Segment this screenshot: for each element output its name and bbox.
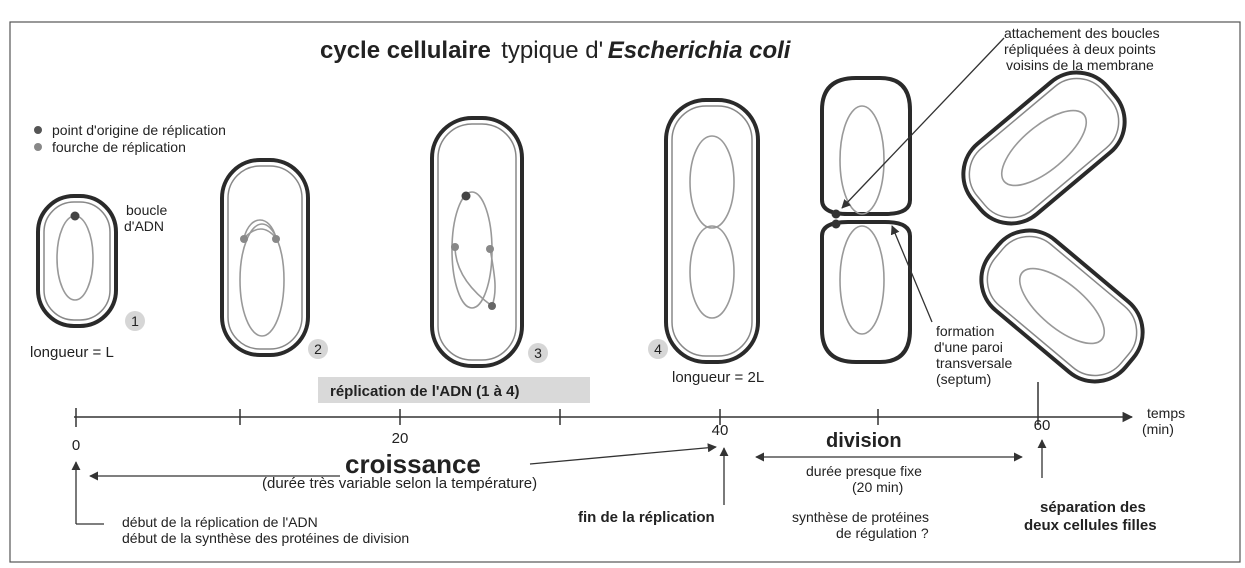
attachment-dot-icon: [832, 220, 841, 229]
annotation-line-2: répliquées à deux points: [1004, 41, 1156, 57]
cell-stage-3: 3: [432, 118, 548, 366]
diagram-title: cycle cellulaire typique d' Escherichia …: [320, 37, 792, 64]
tick-60: 60: [1034, 417, 1051, 434]
growth-phase: croissance (durée très variable selon la…: [90, 447, 716, 492]
fork-dot-icon: [451, 243, 459, 251]
regulation-synthesis-2: de régulation ?: [836, 525, 929, 541]
daughter-cell-top: [947, 56, 1141, 240]
tick-0: 0: [72, 437, 80, 454]
time-unit-min: (min): [1142, 421, 1174, 437]
annotation-line-3: voisins de la membrane: [1006, 57, 1154, 73]
cell-stage-2: 2: [222, 160, 328, 359]
step-number-1: 1: [131, 313, 139, 329]
fork-dot-icon: [240, 235, 248, 243]
growth-note: (durée très variable selon la températur…: [262, 475, 537, 492]
tick-40: 40: [712, 422, 729, 439]
origin-dot-icon: [34, 126, 42, 134]
division-note-1: durée presque fixe: [806, 463, 922, 479]
time-unit-label: temps: [1147, 405, 1185, 421]
loop-label-1: boucle: [126, 202, 167, 218]
step-number-4: 4: [654, 341, 662, 357]
cell-dividing: [822, 78, 910, 362]
cell-stage-1: boucle d'ADN 1 longueur = L: [30, 196, 167, 361]
fork-dot-icon: [272, 235, 280, 243]
time-axis: 0 20 40 60 temps (min): [72, 382, 1185, 454]
fork-dot-icon: [34, 143, 42, 151]
septum-line-4: (septum): [936, 371, 991, 387]
separation-label-2: deux cellules filles: [1024, 517, 1157, 534]
tick-20: 20: [392, 430, 409, 447]
regulation-synthesis-1: synthèse de protéines: [792, 509, 929, 525]
annotation-line-1: attachement des boucles: [1004, 25, 1160, 41]
septum-line-2: d'une paroi: [934, 339, 1003, 355]
length-2L-label: longueur = 2L: [672, 369, 764, 386]
loop-label-2: d'ADN: [124, 218, 164, 234]
cell-stage-4: 4 longueur = 2L: [648, 100, 764, 386]
legend: point d'origine de réplication fourche d…: [34, 122, 226, 155]
origin-dot-icon: [462, 192, 471, 201]
step-number-2: 2: [314, 341, 322, 357]
division-phase: division durée presque fixe (20 min): [756, 430, 1022, 495]
figure-frame: [10, 22, 1240, 562]
length-L-label: longueur = L: [30, 344, 114, 361]
fork-dot-icon: [486, 245, 494, 253]
division-title: division: [826, 430, 902, 452]
division-note-2: (20 min): [852, 479, 903, 495]
attachment-dot-icon: [832, 210, 841, 219]
legend-fork: fourche de réplication: [52, 139, 186, 155]
start-synthesis-label: début de la synthèse des protéines de di…: [122, 530, 409, 546]
start-replication-label: début de la réplication de l'ADN: [122, 514, 318, 530]
replication-label: réplication de l'ADN (1 à 4): [330, 383, 519, 400]
origin-dot-icon: [71, 212, 80, 221]
attachment-annotation: attachement des boucles répliquées à deu…: [842, 25, 1160, 208]
septum-line-3: transversale: [936, 355, 1012, 371]
legend-origin: point d'origine de réplication: [52, 122, 226, 138]
end-replication-label: fin de la réplication: [578, 509, 715, 526]
origin-dot-icon: [488, 302, 496, 310]
step-number-3: 3: [534, 345, 542, 361]
separation-label-1: séparation des: [1040, 499, 1146, 516]
septum-line-1: formation: [936, 323, 994, 339]
